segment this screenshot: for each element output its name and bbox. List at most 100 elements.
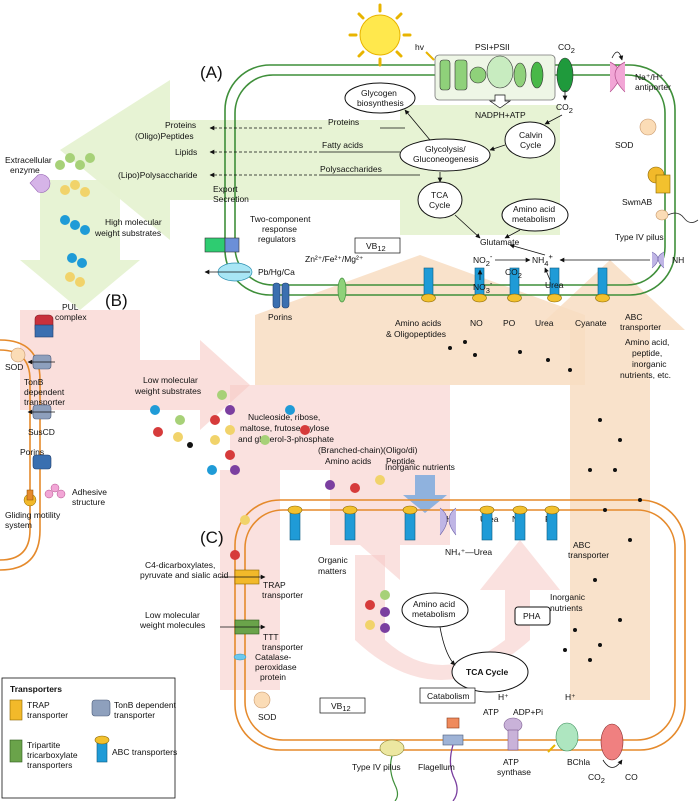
adhesive-label-1: Adhesive xyxy=(72,487,107,497)
bchla-icon xyxy=(547,722,579,753)
ext-oligopeptides-label: (Oligo)Peptides xyxy=(135,131,194,141)
co2-to-calvin xyxy=(544,114,563,125)
pink-pul-arrow xyxy=(20,310,250,430)
psi-psii-label: PSI+PSII xyxy=(475,42,510,52)
tonb-label-3: transporter xyxy=(24,397,65,407)
inorganic-nutrients-arrow xyxy=(403,475,447,513)
tca-to-glutamate xyxy=(454,214,481,239)
aa-metab-c-label-1: Amino acid xyxy=(413,599,455,609)
calvin-cycle-oval xyxy=(504,121,556,159)
nh4-right-label: NH xyxy=(672,255,684,265)
abc-c-label-1: ABC xyxy=(573,540,590,550)
porins-label-a: Porins xyxy=(268,312,292,322)
nh4-urea-label: NH₄⁺—Urea xyxy=(445,547,492,557)
two-comp-label-2: response xyxy=(262,224,297,234)
glycogen-label-1: Glycogen xyxy=(361,88,397,98)
catalase-icon xyxy=(233,653,247,661)
legend-tonb-label-1: TonB dependent xyxy=(114,700,177,710)
extracellular-label-2: enzyme xyxy=(10,165,40,175)
glycolysis-label-2: Gluconeogenesis xyxy=(413,154,479,164)
peptide-label-2: Peptide xyxy=(386,456,415,466)
pb-hg-ca-label: Pb/Hg/Ca xyxy=(258,267,295,277)
inorg-c-label-1: Inorganic xyxy=(550,592,586,602)
c4-label-1: C4-dicarboxylates, xyxy=(145,560,215,570)
pilus-a-strand xyxy=(667,212,699,223)
no3-label-a: NO3- xyxy=(473,279,493,295)
vb12-label-a: VB12 xyxy=(366,241,386,253)
sod-c-icon xyxy=(253,691,271,709)
pilus-c-icon xyxy=(379,739,405,757)
flagellum-icon xyxy=(442,717,464,801)
sod-b-label: SOD xyxy=(5,362,23,372)
polysaccharides-label: Polysaccharides xyxy=(320,164,382,174)
nucleoside-label-2: maltose, frutose, xylose xyxy=(240,423,330,433)
abc-label-a-2: transporter xyxy=(620,322,661,332)
vb12-c-label: VB12 xyxy=(331,701,351,713)
abc-transporter-c3 xyxy=(402,505,418,541)
adp-pi-label: ADP+Pi xyxy=(513,707,543,717)
vb12-box-c xyxy=(319,697,366,714)
nadph-atp-label: NADPH+ATP xyxy=(475,110,526,120)
fatty-acids-label: Fatty acids xyxy=(322,140,363,150)
lmw-b-label-2: weight substrates xyxy=(134,386,201,396)
abc-transporter-c5 xyxy=(512,505,528,541)
pilus-a-icon xyxy=(655,209,669,221)
organic-label-1: Organic xyxy=(318,555,349,565)
legend-abc-label: ABC transporters xyxy=(112,747,177,757)
hmw-label-2: weight substrates xyxy=(94,228,161,238)
tca-c-label: TCA Cycle xyxy=(466,667,508,677)
abc-transporter-a3 xyxy=(507,267,522,303)
sun-icon xyxy=(348,3,412,67)
pha-label: PHA xyxy=(523,611,541,621)
abc-c-label-2: transporter xyxy=(568,550,609,560)
type4-pilus-a-label: Type IV pilus xyxy=(615,232,664,242)
hmw-label-1: High molecular xyxy=(105,217,162,227)
catalase-label-3: protein xyxy=(260,672,286,682)
atp-label: ATP xyxy=(483,707,499,717)
pul-label-2: complex xyxy=(55,312,87,322)
legend-tri-label-3: transporters xyxy=(27,760,72,770)
extracellular-enzyme-icon xyxy=(29,174,51,193)
export-label: Export xyxy=(213,184,238,194)
hv-arrow xyxy=(425,51,435,61)
antiporter-label: antiporter xyxy=(635,82,671,92)
psii-protein-1 xyxy=(439,59,451,91)
catabolism-box xyxy=(419,687,476,704)
nh4-label-a: NH4+ xyxy=(532,252,553,268)
porins-b-label: Porins xyxy=(20,447,44,457)
urea-bottom-label: Urea xyxy=(535,318,554,328)
swmab-label: SwmAB xyxy=(622,197,653,207)
branched-label-1: (Branched-chain) xyxy=(318,445,383,455)
nucleoside-label-1: Nucleoside, ribose, xyxy=(248,412,320,422)
h-plus-1-label: H⁺ xyxy=(498,692,509,702)
aa-peptide-label-2: peptide, xyxy=(632,348,662,358)
panel-a-label: (A) xyxy=(200,63,223,82)
legend-tonb-label-2: transporter xyxy=(114,710,155,720)
pha-box xyxy=(514,606,551,626)
legend-trap-label-1: TRAP xyxy=(27,700,50,710)
glycogen-oval xyxy=(344,82,416,114)
psi-subunit-2 xyxy=(530,61,544,89)
psii-protein-3 xyxy=(469,66,487,84)
ext-lipids-label: Lipids xyxy=(175,147,197,157)
na-h-antiporter-icon xyxy=(609,51,626,93)
gliding-label-2: system xyxy=(5,520,32,530)
aa-peptide-label-4: nutrients, etc. xyxy=(620,370,671,380)
ttt-label-1: TTT xyxy=(263,632,279,642)
amino-acid-metabolism-oval-c xyxy=(401,592,469,628)
na-h-label: Na⁺/H⁺ xyxy=(635,72,664,82)
psii-protein-2 xyxy=(454,59,468,91)
atp-synthase-label-2: synthase xyxy=(497,767,531,777)
suscd-label: SusCD xyxy=(28,427,55,437)
catalase-label-2: peroxidase xyxy=(255,662,297,672)
abc-transporter-c4 xyxy=(479,505,495,541)
sod-b-icon xyxy=(10,347,26,363)
calvin-label-2: Cycle xyxy=(520,140,542,150)
tca-cycle-oval-c xyxy=(451,651,529,693)
porin-a-1 xyxy=(272,282,281,309)
hv-label: hv xyxy=(415,42,425,52)
co2-urea-label: CO2 xyxy=(505,267,522,280)
calvin-to-glycolysis xyxy=(489,144,506,151)
glycolysis-oval xyxy=(399,138,491,172)
